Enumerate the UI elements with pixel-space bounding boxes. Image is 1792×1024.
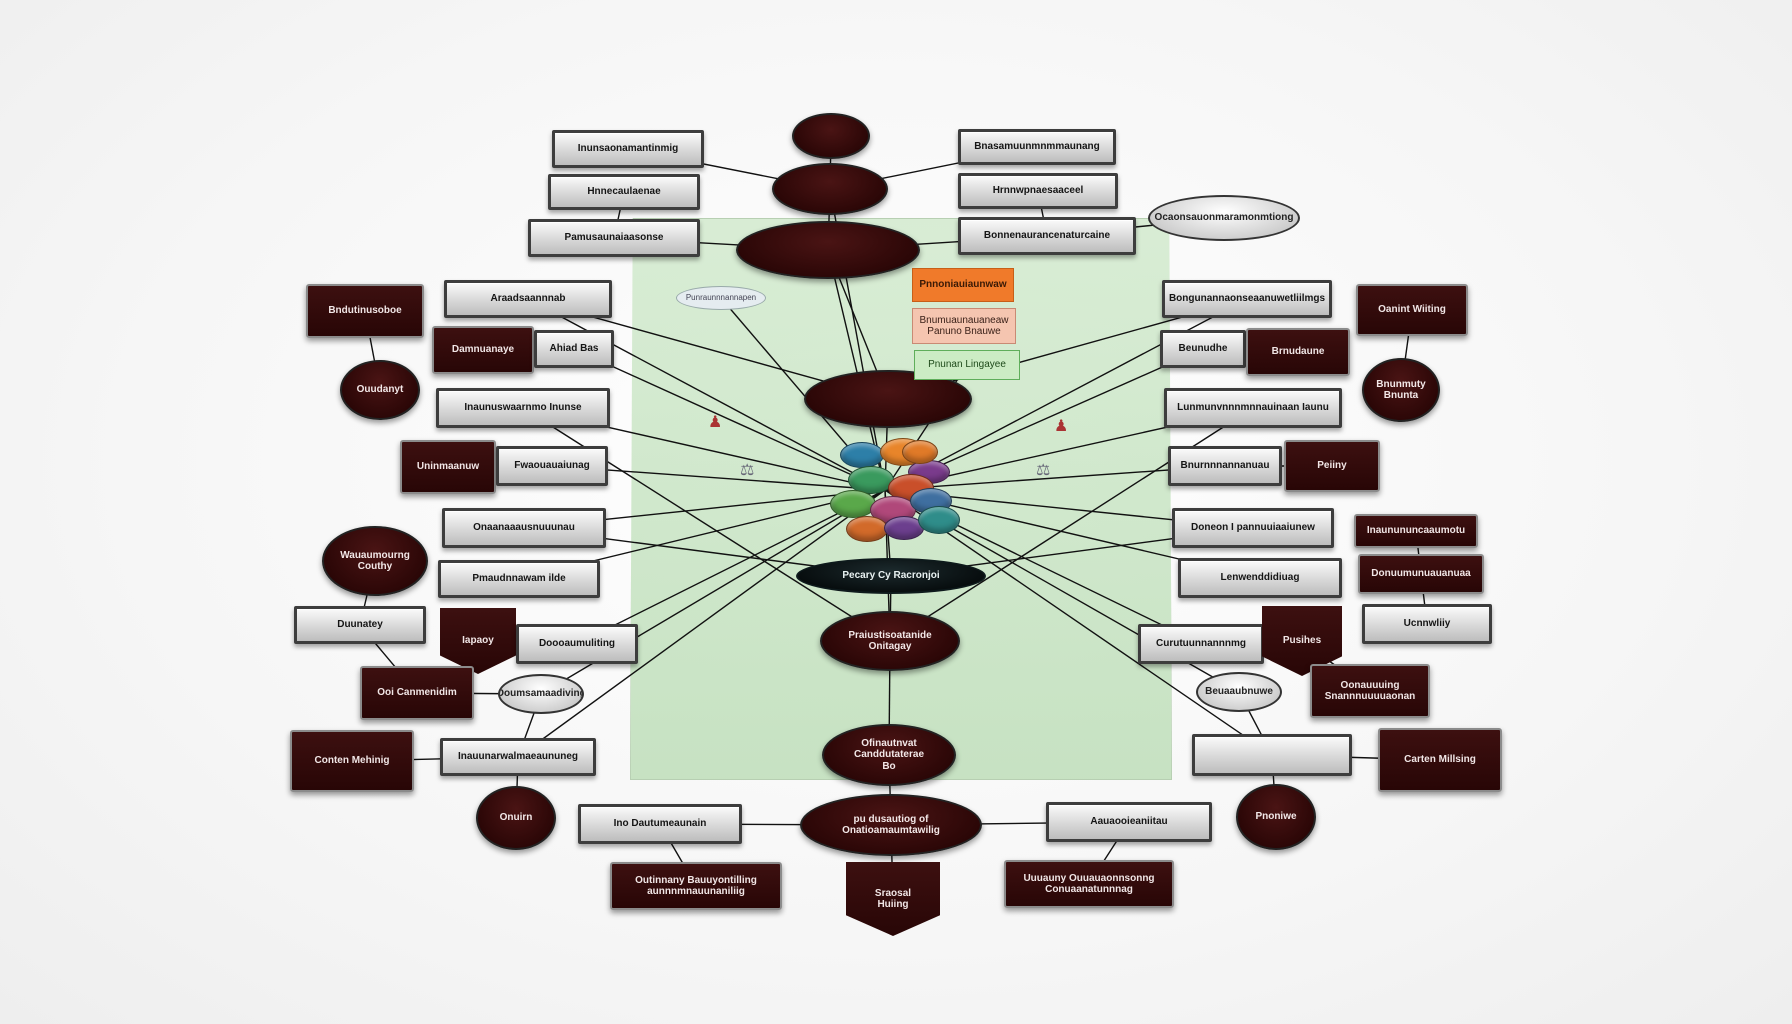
right-box-2[interactable]: Beunudhe: [1160, 330, 1246, 368]
bottom-shield-node[interactable]: Sraosal Huiing: [846, 862, 940, 936]
left-box-7[interactable]: Duunatey: [294, 606, 426, 644]
left-oval-node-3[interactable]: Onuirn: [476, 786, 556, 850]
right-box-6[interactable]: Lenwenddidiuag: [1178, 558, 1342, 598]
right-oval-node-1[interactable]: Bnunmuty Bnunta: [1362, 358, 1440, 422]
note-pink[interactable]: Bnumuaunauaneaw Panuno Bnauwe: [912, 308, 1016, 344]
left-flask-icon: ⚖: [740, 462, 755, 479]
right-dark-box-3[interactable]: Peiiny: [1284, 440, 1380, 492]
right-box-9[interactable]: [1192, 734, 1352, 776]
left-box-8[interactable]: Doooaumuliting: [516, 624, 638, 664]
left-box-4[interactable]: Fwaouauaiunag: [496, 446, 608, 486]
upper-oval-node[interactable]: [736, 221, 920, 279]
cluster-oval: [840, 442, 884, 468]
left-dark-box-5[interactable]: Conten Mehinig: [290, 730, 414, 792]
right-gray-oval-node[interactable]: Beuaaubnuwe: [1196, 672, 1282, 712]
right-dark-box-4[interactable]: Inaunununcaaumotu: [1354, 514, 1478, 548]
left-figure-icon: ♟: [708, 414, 723, 431]
right-box-4[interactable]: Bnurnnnannanuau: [1168, 446, 1282, 486]
left-box-2[interactable]: Ahiad Bas: [534, 330, 614, 368]
bottom-right-box[interactable]: Aauaooieaniitau: [1046, 802, 1212, 842]
right-box-7[interactable]: Ucnnwliiy: [1362, 604, 1492, 644]
bottom-right-dark-box[interactable]: Uuuauny Ouuauaonnsonng Conuaanatunnnag: [1004, 860, 1174, 908]
governance-oval-node[interactable]: Pecary Cy Racronjoi: [796, 558, 986, 594]
cluster-oval: [918, 506, 960, 534]
top-left-box-1[interactable]: Inunsaonamantinmig: [552, 130, 704, 168]
left-oval-node-2[interactable]: Wauaumourng Couthy: [322, 526, 428, 596]
mid-oval-node[interactable]: Praiustisoatanide Onitagay: [820, 611, 960, 671]
right-box-1[interactable]: Bongunannaonseaanuwetliilmgs: [1162, 280, 1332, 318]
cluster-oval: [830, 490, 876, 518]
note-orange[interactable]: Pnnoniauiaunwaw: [912, 268, 1014, 302]
right-dark-box-1[interactable]: Oanint Wiiting: [1356, 284, 1468, 336]
note-green[interactable]: Pnunan Lingayee: [914, 350, 1020, 380]
left-box-3[interactable]: Inaunuswaarnmo Inunse: [436, 388, 610, 428]
bottom-left-dark-box[interactable]: Outinnany Bauuyontilling aunnnmnauunanil…: [610, 862, 782, 910]
note-oval[interactable]: Punraunnnannapen: [676, 286, 766, 310]
top-left-box-3[interactable]: Pamusaunaiaasonse: [528, 219, 700, 257]
left-box-1[interactable]: Araadsaannnab: [444, 280, 612, 318]
left-box-6[interactable]: Pmaudnnawam ilde: [438, 560, 600, 598]
left-gray-oval-node[interactable]: Ooumsamaadiving: [498, 674, 584, 714]
cluster-oval: [846, 516, 888, 542]
top-left-box-2[interactable]: Hnnecaulaenae: [548, 174, 700, 210]
bottom-oval-node[interactable]: pu dusautiog of Onatioamaumtawilig: [800, 794, 982, 856]
right-oval-node-2[interactable]: Pnoniwe: [1236, 784, 1316, 850]
right-box-8[interactable]: Curutuunnannnmg: [1138, 624, 1264, 664]
top-right-oval-node[interactable]: Ocaonsauonmaramonmtiong: [1148, 195, 1300, 241]
right-dark-box-5[interactable]: Donuumunuauanuaa: [1358, 554, 1484, 594]
right-figure-icon: ♟: [1054, 418, 1069, 435]
top-oval-node[interactable]: [792, 113, 870, 159]
left-dark-box-1[interactable]: Bndutinusoboe: [306, 284, 424, 338]
right-box-3[interactable]: Lunmunvnnnmnnauinaan Iaunu: [1164, 388, 1342, 428]
left-oval-node-1[interactable]: Ouudanyt: [340, 360, 420, 420]
right-dark-box-7[interactable]: Carten Millsing: [1378, 728, 1502, 792]
left-box-9[interactable]: Inauunarwalmaeaununeg: [440, 738, 596, 776]
left-box-5[interactable]: Onaanaaausnuuunau: [442, 508, 606, 548]
left-dark-box-3[interactable]: Uninmaanuw: [400, 440, 496, 494]
left-shield-node[interactable]: Iapaoy: [440, 608, 516, 674]
left-dark-box-2[interactable]: Damnuanaye: [432, 326, 534, 374]
right-flask-icon: ⚖: [1036, 462, 1051, 479]
left-dark-box-4[interactable]: Ooi Canmenidim: [360, 666, 474, 720]
top-right-box-1[interactable]: Bnasamuunmnmmaunang: [958, 129, 1116, 165]
cluster-oval: [902, 440, 938, 464]
bottom-left-box[interactable]: Ino Dautumeaunain: [578, 804, 742, 844]
top-right-box-3[interactable]: Bonnenaurancenaturcaine: [958, 217, 1136, 255]
lower-oval-node[interactable]: Ofinautnvat Canddutaterae Bo: [822, 724, 956, 786]
right-box-5[interactable]: Doneon I pannuuiaaiunew: [1172, 508, 1334, 548]
top-center-oval-node[interactable]: [772, 163, 888, 215]
top-right-box-2[interactable]: Hrnnwpnaesaaceel: [958, 173, 1118, 209]
right-dark-box-2[interactable]: Brnudaune: [1246, 328, 1350, 376]
right-dark-box-6[interactable]: Oonauuuing Snannnuuuuaonan: [1310, 664, 1430, 718]
